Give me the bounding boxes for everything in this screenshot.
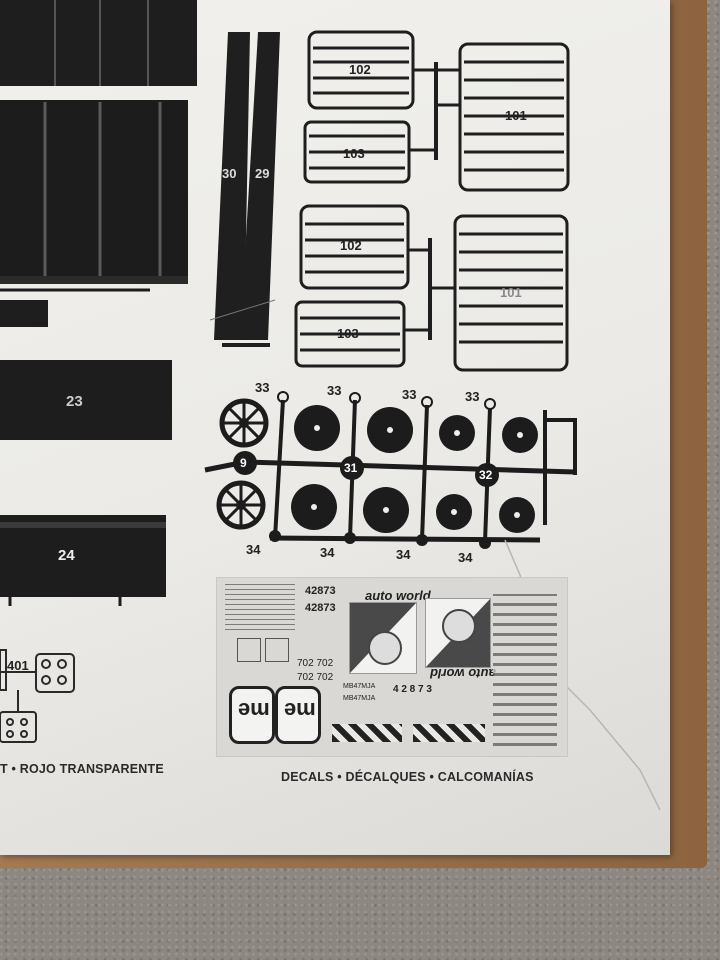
part-label-103a: 103 [343, 146, 365, 161]
caption-clear-red: T • ROJO TRANSPARENTE [0, 762, 164, 776]
decal-logo-badge-2: me [275, 686, 321, 744]
decal-hazard-stripe-1 [332, 724, 402, 742]
part-label-401: 401 [7, 658, 29, 673]
part-label-33d: 33 [465, 389, 480, 404]
decal-plate-digits: 4 2 8 7 3 [393, 684, 432, 695]
small-panel [0, 300, 48, 327]
part-label-33c: 33 [402, 387, 417, 402]
clear-light-parts [0, 649, 75, 743]
part-label-103b: 103 [337, 326, 359, 341]
grille-sprue-bottom [294, 204, 569, 372]
body-panel-side [0, 100, 188, 292]
tire-hubs [311, 425, 523, 518]
tires-row-bottom [291, 484, 535, 533]
part-label-34c: 34 [396, 547, 411, 562]
tires-row-top [294, 405, 538, 453]
decal-square-2 [265, 638, 289, 662]
part-label-34b: 34 [320, 545, 335, 560]
decal-code-1: 42873 [305, 585, 336, 597]
part-label-30: 30 [222, 166, 237, 181]
decal-plate-2: MB47MJA [343, 695, 376, 702]
part-label-34a: 34 [246, 542, 261, 557]
decal-plate-1: MB47MJA [343, 683, 376, 690]
part-label-101a: 101 [505, 108, 527, 123]
part-label-33a: 33 [255, 380, 270, 395]
part-label-9: 9 [240, 456, 247, 470]
caption-decals: DECALS • DÉCALQUES • CALCOMANÍAS [281, 770, 534, 784]
decal-logo-text-1: me [238, 698, 270, 723]
decal-values-2: 702 702 [297, 672, 334, 683]
decal-values-1: 702 702 [297, 658, 334, 669]
decal-brand-1: auto world [365, 588, 431, 603]
decal-logo-text-2: me [284, 698, 316, 723]
part-label-31: 31 [344, 461, 358, 475]
body-panel-top [0, 0, 197, 86]
part-label-23: 23 [66, 393, 83, 410]
panel-24 [0, 515, 166, 606]
decal-brand-2: auto world [430, 666, 496, 681]
badge-32 [475, 463, 499, 487]
decal-stripes-block [493, 594, 557, 746]
wheel-rim-bottom-left [216, 480, 266, 530]
badge-31 [340, 456, 364, 480]
part-label-102a: 102 [349, 62, 371, 77]
decal-sheet: 42873 42873 auto world auto world 702 70… [216, 577, 568, 757]
part-label-34d: 34 [458, 550, 473, 565]
part-label-101b: 101 [500, 285, 522, 300]
wheel-rim-top-left [219, 398, 269, 448]
panel-23 [0, 360, 172, 440]
decal-logo-badge-1: me [229, 686, 275, 744]
part-label-33b: 33 [327, 383, 342, 398]
decal-hazard-stripe-2 [413, 724, 485, 742]
badge-9 [233, 451, 257, 475]
decal-globe-emblem-2 [425, 598, 491, 668]
decal-fine-print [225, 584, 295, 630]
part-label-24: 24 [58, 547, 75, 564]
decal-code-2: 42873 [305, 602, 336, 614]
part-label-32: 32 [479, 468, 493, 482]
part-label-102b: 102 [340, 238, 362, 253]
part-label-29: 29 [255, 166, 270, 181]
decal-square-1 [237, 638, 261, 662]
decal-globe-emblem-1 [349, 602, 417, 674]
rail-parts-29-30 [209, 32, 280, 347]
grille-sprue-top [303, 30, 570, 192]
